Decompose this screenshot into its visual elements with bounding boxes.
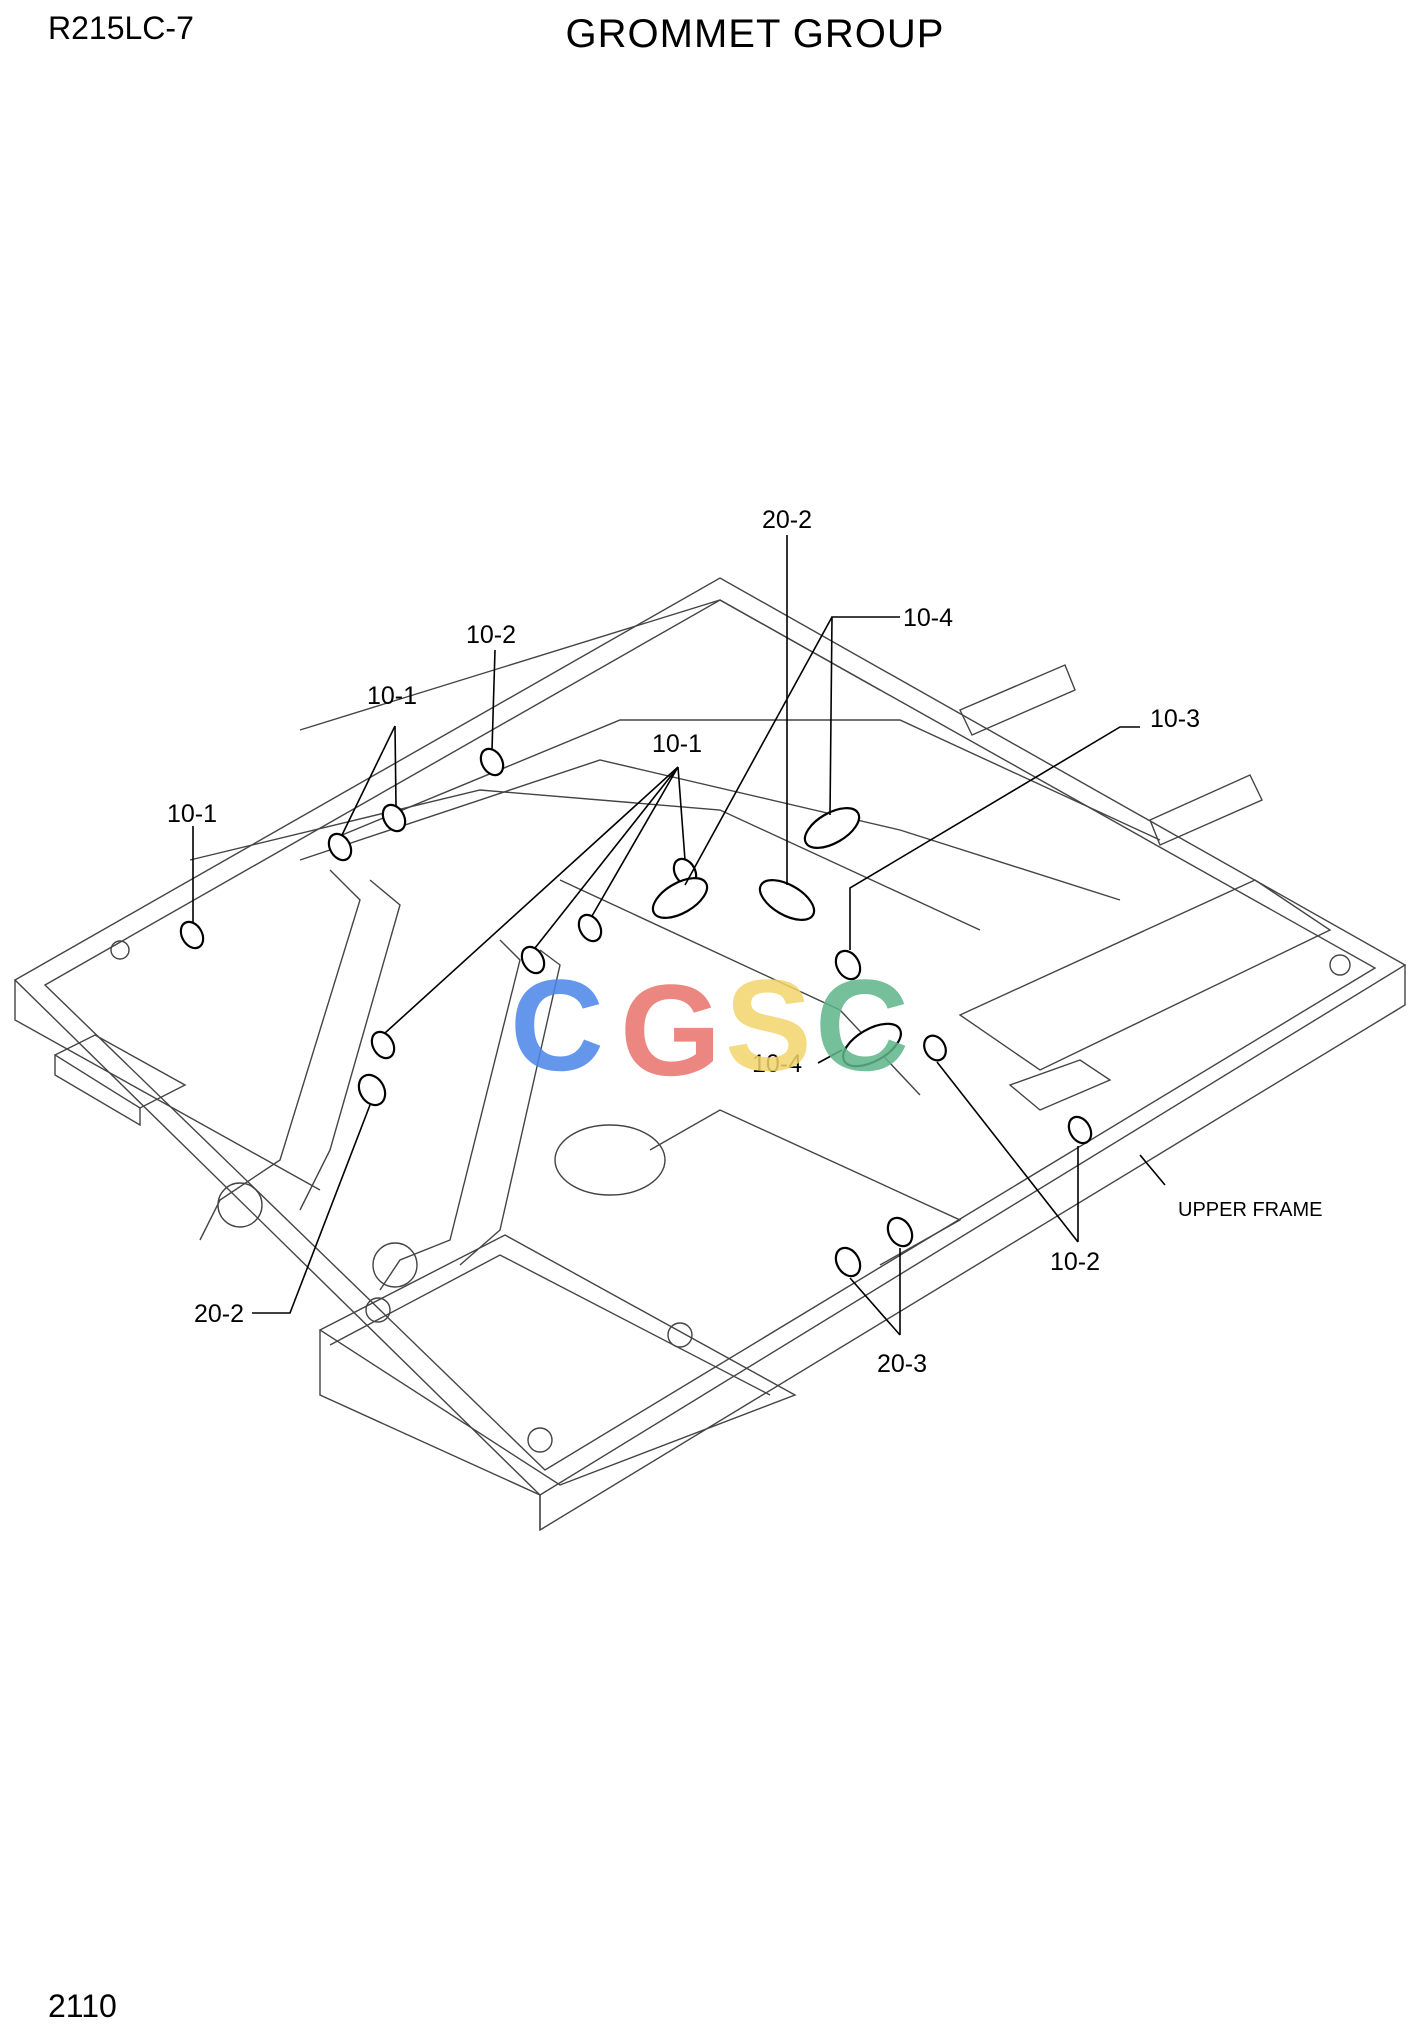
callout-20-2-top: 20-2 xyxy=(762,506,812,534)
grommet xyxy=(834,1246,862,1278)
cgsc-watermark: C G S C xyxy=(510,952,909,1103)
model-label: R215LC-7 xyxy=(48,10,194,46)
page-title: GROMMET GROUP xyxy=(565,12,945,56)
grommet xyxy=(1067,1115,1093,1145)
oval-grommet xyxy=(842,1022,902,1068)
callout-10-2-top: 10-2 xyxy=(466,621,516,649)
grommet xyxy=(370,1030,396,1060)
callout-10-4-bottom: 10-4 xyxy=(752,1050,802,1078)
callout-labels: 20-2 10-4 10-2 10-1 10-1 10-1 10-3 10-4 … xyxy=(167,506,1322,1378)
grommets xyxy=(179,747,1093,1278)
grommet xyxy=(577,913,603,943)
callout-10-4-top: 10-4 xyxy=(903,604,953,632)
watermark-letter-g: G xyxy=(620,957,721,1103)
oval-grommet xyxy=(803,807,861,849)
callout-20-2-bottom: 20-2 xyxy=(194,1300,244,1328)
callout-10-2-bottom: 10-2 xyxy=(1050,1248,1100,1276)
watermark-letter-c: C xyxy=(510,952,604,1098)
oval-grommet xyxy=(758,879,816,921)
callout-10-1-b: 10-1 xyxy=(652,730,702,758)
grommet xyxy=(886,1216,914,1248)
grommet xyxy=(357,1073,387,1107)
watermark-letter-c2: C xyxy=(815,952,909,1098)
grommet xyxy=(479,747,505,777)
callout-20-3: 20-3 xyxy=(877,1350,927,1378)
callout-10-1-a: 10-1 xyxy=(367,682,417,710)
upper-frame-outline xyxy=(13,577,1407,1532)
upper-frame-label: UPPER FRAME xyxy=(1178,1199,1322,1221)
grommet xyxy=(834,949,862,981)
callout-10-1-c: 10-1 xyxy=(167,800,217,828)
page-number: 2110 xyxy=(48,1988,117,2024)
grommet xyxy=(327,832,353,862)
grommet xyxy=(381,803,407,833)
grommet xyxy=(923,1034,947,1062)
watermark-letter-s: S xyxy=(725,952,812,1098)
grommet xyxy=(179,920,205,950)
grommet xyxy=(520,945,546,975)
leader-lines xyxy=(192,535,1166,1336)
callout-10-3: 10-3 xyxy=(1150,705,1200,733)
oval-grommet xyxy=(651,877,709,919)
